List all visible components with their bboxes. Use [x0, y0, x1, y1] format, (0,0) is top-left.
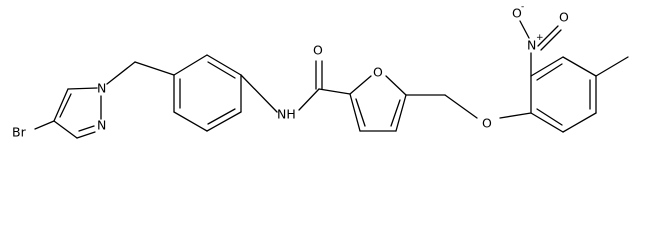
bond-co-furan — [318, 88, 351, 95]
atom-amide-nh: NH — [277, 107, 296, 122]
bond-n-o-right-a — [537, 25, 559, 47]
bond-ar-3 — [562, 56, 597, 77]
bond-ar-6-inner — [536, 108, 563, 126]
charge-nitro-n: + — [536, 33, 544, 43]
bond-n1-ch2 — [106, 61, 136, 85]
bond-c4-c5 — [53, 88, 69, 122]
charge-nitro-o-top: - — [521, 2, 524, 12]
bond-ph-4 — [206, 111, 242, 132]
bond-ar-2-inner — [536, 63, 563, 81]
bond-ar-6 — [530, 112, 564, 133]
bond-fur-3-inner — [390, 99, 401, 127]
bond-ph-2-inner — [207, 61, 236, 79]
bond-ar-5 — [562, 112, 597, 133]
bond-fur-5-inner — [355, 98, 366, 127]
atom-amide-o: O — [313, 43, 323, 58]
bond-ph-nh — [240, 74, 278, 113]
atom-nitro-n: N — [527, 38, 536, 53]
bond-br-c4 — [34, 120, 55, 130]
bond-n-o-right-b — [540, 29, 562, 51]
bond-ph-1 — [173, 54, 208, 76]
structure-canvas: Br N N NH O O O N + O - O — [12, 2, 629, 140]
bond-n2-c3-inner — [78, 125, 95, 132]
bond-ph-4-inner — [207, 108, 236, 125]
bond-fur-2 — [385, 75, 407, 96]
bond-c4-c5-inner — [59, 93, 72, 118]
bond-n2-c3 — [76, 131, 96, 139]
atom-furan-o: O — [373, 65, 383, 80]
bond-fur-5 — [349, 93, 361, 132]
bond-nh-co — [298, 88, 320, 111]
bond-n-o-top — [519, 20, 530, 39]
molecule-structure: Br N N NH O O O N + O - O — [12, 2, 629, 140]
atom-br: Br — [12, 125, 27, 140]
bond-methyl — [595, 56, 629, 77]
bond-fur-3 — [395, 94, 407, 132]
atom-nitro-o-right: O — [559, 10, 569, 25]
bond-ph-5 — [173, 111, 208, 132]
bond-ph-2 — [206, 54, 242, 76]
atom-nitro-o-top: O — [512, 6, 522, 21]
bond-ch2-ph — [134, 61, 175, 76]
atom-ether-o: O — [482, 116, 492, 131]
bond-ch2-oether — [444, 94, 478, 119]
bond-oether-ar — [499, 112, 532, 119]
atom-n-pyrazole-2: N — [97, 118, 106, 133]
atom-n-pyrazole-1: N — [97, 81, 106, 96]
bond-ar-2 — [530, 56, 564, 77]
bond-c3-c4 — [53, 120, 78, 139]
bond-c5-n1 — [67, 87, 98, 90]
bond-fur-1 — [349, 75, 372, 95]
